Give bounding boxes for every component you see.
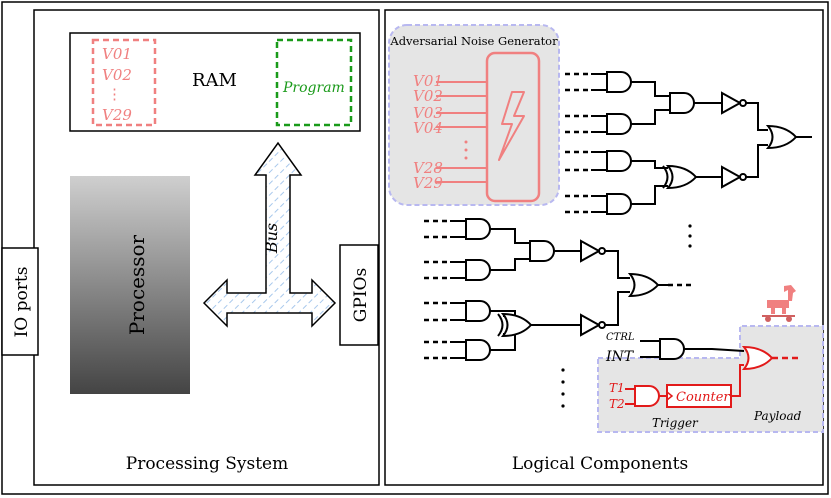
ram-var-v29: V29 [102, 106, 132, 124]
not-gate-u2 [721, 166, 747, 188]
trojan-ctrl-label: CTRL [606, 332, 635, 343]
and-gate-l4 [465, 339, 491, 361]
and-gate-l5 [529, 240, 555, 262]
trigger-label: Trigger [652, 416, 699, 430]
upper-vdots [688, 224, 692, 248]
noise-input-dots [464, 140, 468, 160]
ram-var-v01: V01 [102, 45, 132, 63]
noise-input-v01: V01 [413, 72, 443, 90]
not-gate-u1 [721, 92, 747, 114]
upper-inputs-dashes [563, 72, 593, 214]
noise-generator-title: Adversarial Noise Generator [389, 34, 558, 48]
noise-input-lines [436, 81, 487, 183]
and-gate-u2 [606, 113, 632, 135]
processing-system-title: Processing System [126, 454, 289, 474]
lightning-icon [498, 91, 525, 161]
io-ports-block [1, 247, 39, 356]
or-gate-u1 [767, 125, 797, 149]
and-gate-u4 [606, 193, 632, 215]
bus-arrow [202, 141, 337, 328]
noise-input-v04: V04 [413, 119, 443, 137]
xor-gate-l1 [497, 313, 532, 337]
and-gate-l1 [465, 218, 491, 240]
trigger-and-gate [634, 385, 660, 407]
ram-block [69, 32, 361, 132]
xor-gate-u1 [662, 165, 697, 189]
io-ports-label: IO ports [12, 267, 32, 338]
trigger-circuit-wires [625, 364, 744, 405]
bus-label: Bus [262, 223, 281, 254]
logical-components-frame [384, 9, 824, 486]
lower-inputs-dashes [422, 219, 452, 360]
lower-vdots [561, 368, 565, 408]
or-gate-l1 [629, 273, 659, 297]
and-gate-u3 [606, 150, 632, 172]
trigger-input-t1: T1 [609, 381, 625, 395]
processor-label: Processor [125, 234, 149, 335]
payload-or-gate [741, 345, 774, 371]
ram-program-region [275, 38, 353, 127]
trojan-and-gate [659, 338, 685, 360]
and-gate-u5 [669, 92, 695, 114]
noise-generator-panel [388, 24, 560, 206]
trojan-int-label: INT [605, 349, 635, 365]
gpios-block [339, 244, 379, 346]
ram-program-label: Program [282, 80, 345, 96]
payload-label: Payload [753, 409, 802, 423]
not-gate-l1 [580, 240, 606, 262]
trojan-horse-icon [762, 285, 796, 322]
and-gate-l2 [465, 259, 491, 281]
noise-input-v02: V02 [413, 87, 443, 105]
and-gate-u1 [606, 71, 632, 93]
trigger-input-t2: T2 [609, 397, 625, 411]
not-gate-l2 [580, 314, 606, 336]
noise-input-v28: V28 [413, 159, 443, 177]
noise-input-v03: V03 [413, 104, 443, 122]
ram-variable-region [91, 38, 157, 127]
ram-var-dots: ⋮ [107, 85, 122, 103]
processor-block [70, 176, 190, 394]
ram-var-v02: V02 [102, 66, 132, 84]
lower-logic-tree [422, 218, 696, 408]
and-gate-l3 [465, 300, 491, 322]
ram-label: RAM [192, 70, 237, 91]
counter-block [666, 384, 732, 408]
noise-input-v29: V29 [413, 174, 443, 192]
counter-label: Counter [676, 390, 730, 405]
upper-logic-tree [563, 71, 812, 248]
gpios-label: GPIOs [351, 268, 371, 322]
counter-clock-icon [666, 391, 674, 401]
logical-components-title: Logical Components [512, 454, 688, 474]
